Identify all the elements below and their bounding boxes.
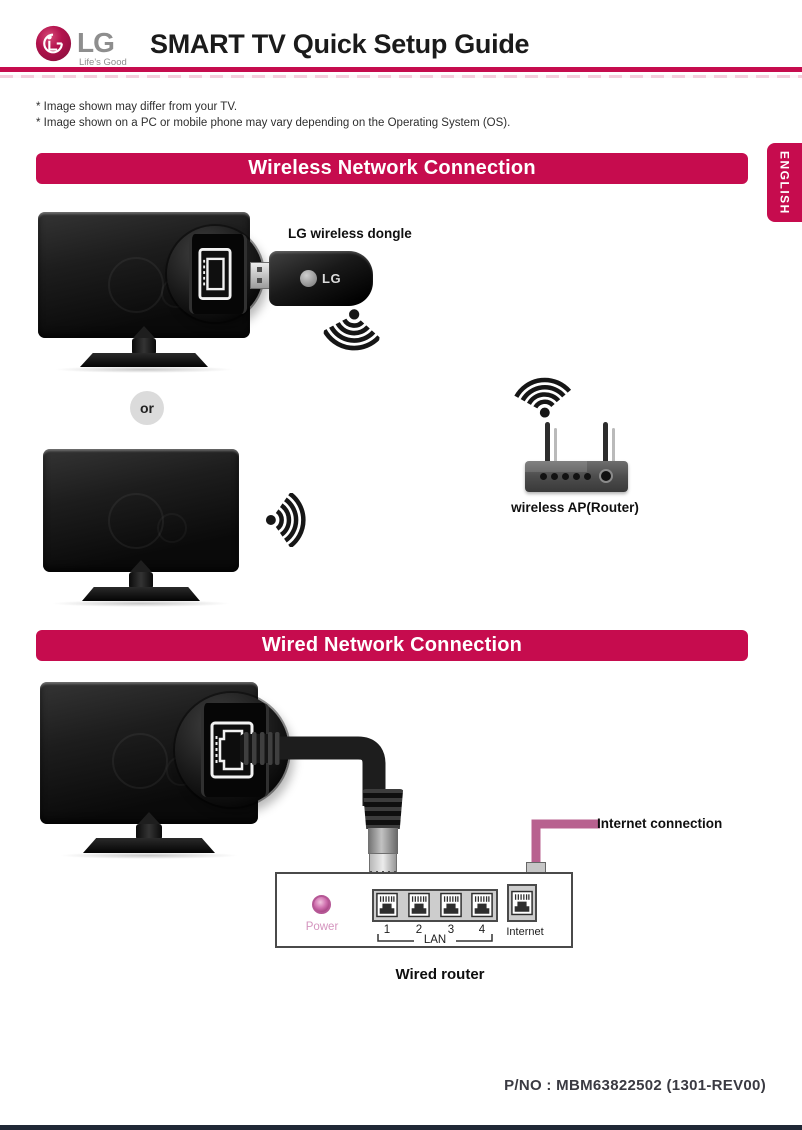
internet-connection-line — [531, 819, 600, 872]
usb-connector — [250, 262, 270, 289]
power-label: Power — [305, 921, 339, 933]
tv-stand-base — [80, 353, 208, 367]
router-antenna — [603, 422, 608, 464]
language-tab-label: ENGLISH — [777, 150, 792, 215]
usb-port-icon — [198, 248, 232, 300]
lan-port-4-number: 4 — [478, 924, 486, 936]
brand-name: LG — [77, 27, 115, 58]
wifi-signal-icon — [265, 493, 306, 547]
lan-port-2-icon — [408, 892, 430, 918]
tv-ghost-logo — [107, 257, 164, 314]
lan-port-1-number: 1 — [383, 924, 391, 936]
page-title: SMART TV Quick Setup Guide — [150, 29, 530, 59]
or-badge: or — [130, 391, 164, 425]
tv-stand-neck — [132, 338, 156, 355]
lan-label: LAN — [423, 934, 447, 946]
ethernet-cable — [240, 732, 386, 806]
dongle-brand-label: LG — [322, 271, 342, 286]
internet-port-label: Internet — [506, 926, 544, 938]
wired-router-caption: Wired router — [395, 966, 485, 983]
dongle-lg-badge-icon — [300, 270, 317, 287]
image-disclaimer-notes: * Image shown may differ from your TV. *… — [36, 100, 510, 131]
lan-bracket — [377, 934, 493, 942]
lg-logo-icon — [35, 25, 72, 62]
bottom-bar — [0, 1125, 802, 1130]
cable-connector-body — [368, 828, 398, 854]
note-line-2: * Image shown on a PC or mobile phone ma… — [36, 116, 511, 129]
power-led-icon — [312, 895, 331, 914]
wireless-section-banner: Wireless Network Connection — [36, 153, 748, 184]
note-line-1: * Image shown may differ from your TV. — [36, 101, 238, 113]
wireless-ap-caption: wireless AP(Router) — [511, 500, 639, 515]
wifi-signal-icon — [514, 377, 572, 418]
wired-banner-label: Wired Network Connection — [261, 634, 523, 656]
header-rule — [0, 67, 802, 72]
wired-section-banner: Wired Network Connection — [36, 630, 748, 661]
lan-port-2-number: 2 — [415, 924, 423, 936]
internet-connection-caption: Internet connection — [597, 816, 723, 831]
dongle-caption: LG wireless dongle — [288, 226, 412, 241]
internet-port-icon — [511, 890, 533, 916]
lan-port-1-icon — [376, 892, 398, 918]
brand-tagline: Life's Good — [79, 57, 127, 68]
header-rule-shadow — [0, 75, 802, 78]
lan-port-4-icon — [471, 892, 493, 918]
part-number: P/NO : MBM63822502 (1301-REV00) — [504, 1077, 766, 1094]
language-tab: ENGLISH — [767, 143, 802, 222]
cable-strain-relief — [362, 789, 404, 829]
lan-port-magnifier — [175, 693, 289, 807]
lan-port-3-number: 3 — [447, 924, 455, 936]
router-antenna — [545, 422, 550, 464]
usb-port-magnifier — [167, 226, 263, 322]
tv-builtin-wifi-illustration — [43, 449, 239, 607]
wifi-signal-icon — [322, 309, 381, 351]
wireless-dongle: LG — [269, 251, 373, 306]
or-label: or — [140, 400, 154, 416]
lan-port-3-icon — [440, 892, 462, 918]
wireless-banner-label: Wireless Network Connection — [248, 157, 536, 179]
wireless-router-illustration — [525, 461, 628, 492]
